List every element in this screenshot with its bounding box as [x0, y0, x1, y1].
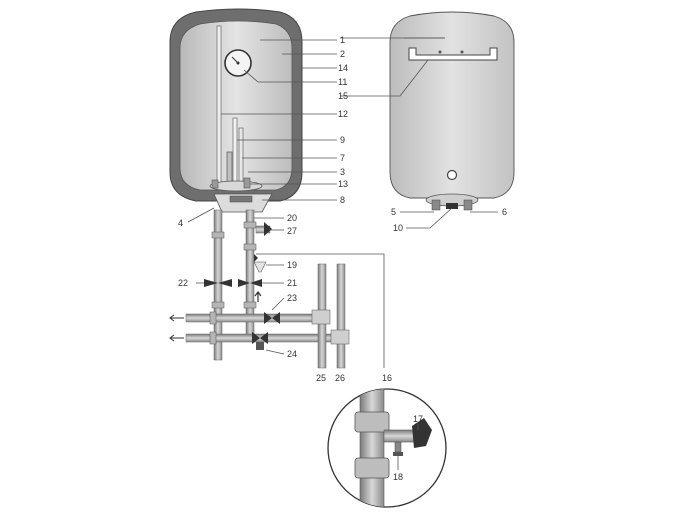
label-24: 24 — [287, 349, 297, 359]
heater-front-view — [169, 8, 303, 213]
label-22: 22 — [178, 278, 188, 288]
label-8: 8 — [340, 195, 345, 205]
label-6: 6 — [502, 207, 507, 217]
drain-valve-handle — [412, 418, 432, 448]
label-12: 12 — [338, 109, 348, 119]
leader-lines — [187, 37, 498, 470]
label-27: 27 — [287, 226, 297, 236]
heater-rear-view — [389, 11, 515, 211]
inner-tank — [179, 20, 293, 191]
label-3: 3 — [340, 167, 345, 177]
valve-21 — [238, 279, 262, 287]
detail-circle — [327, 388, 447, 508]
label-4: 4 — [178, 218, 183, 228]
valve-27 — [264, 222, 272, 236]
mounting-bracket — [408, 47, 498, 61]
label-15: 15 — [338, 91, 348, 101]
heating-element — [232, 117, 238, 191]
label-2: 2 — [340, 49, 345, 59]
pipework — [169, 209, 350, 369]
part-labels: 1 2 14 11 15 12 9 7 3 13 8 4 20 27 19 22… — [178, 35, 507, 482]
detail-callout — [327, 388, 447, 508]
label-26: 26 — [335, 373, 345, 383]
label-17: 17 — [413, 414, 423, 424]
valve-22 — [204, 279, 232, 287]
label-10: 10 — [393, 223, 403, 233]
label-23: 23 — [287, 293, 297, 303]
label-20: 20 — [287, 213, 297, 223]
label-5: 5 — [391, 207, 396, 217]
label-19: 19 — [287, 260, 297, 270]
label-1: 1 — [340, 35, 345, 45]
safety-valve-funnel — [253, 261, 267, 273]
label-16: 16 — [382, 373, 392, 383]
label-7: 7 — [340, 153, 345, 163]
label-14: 14 — [338, 63, 348, 73]
valve-24 — [252, 332, 268, 344]
label-13: 13 — [338, 179, 348, 189]
bottom-cover — [213, 193, 273, 213]
label-25: 25 — [316, 373, 326, 383]
label-9: 9 — [340, 135, 345, 145]
label-11: 11 — [338, 77, 347, 87]
label-21: 21 — [287, 278, 297, 288]
label-18: 18 — [393, 472, 403, 482]
valve-23 — [264, 312, 280, 324]
indicator-lamp — [446, 169, 458, 181]
hot-water-tube — [216, 25, 222, 191]
